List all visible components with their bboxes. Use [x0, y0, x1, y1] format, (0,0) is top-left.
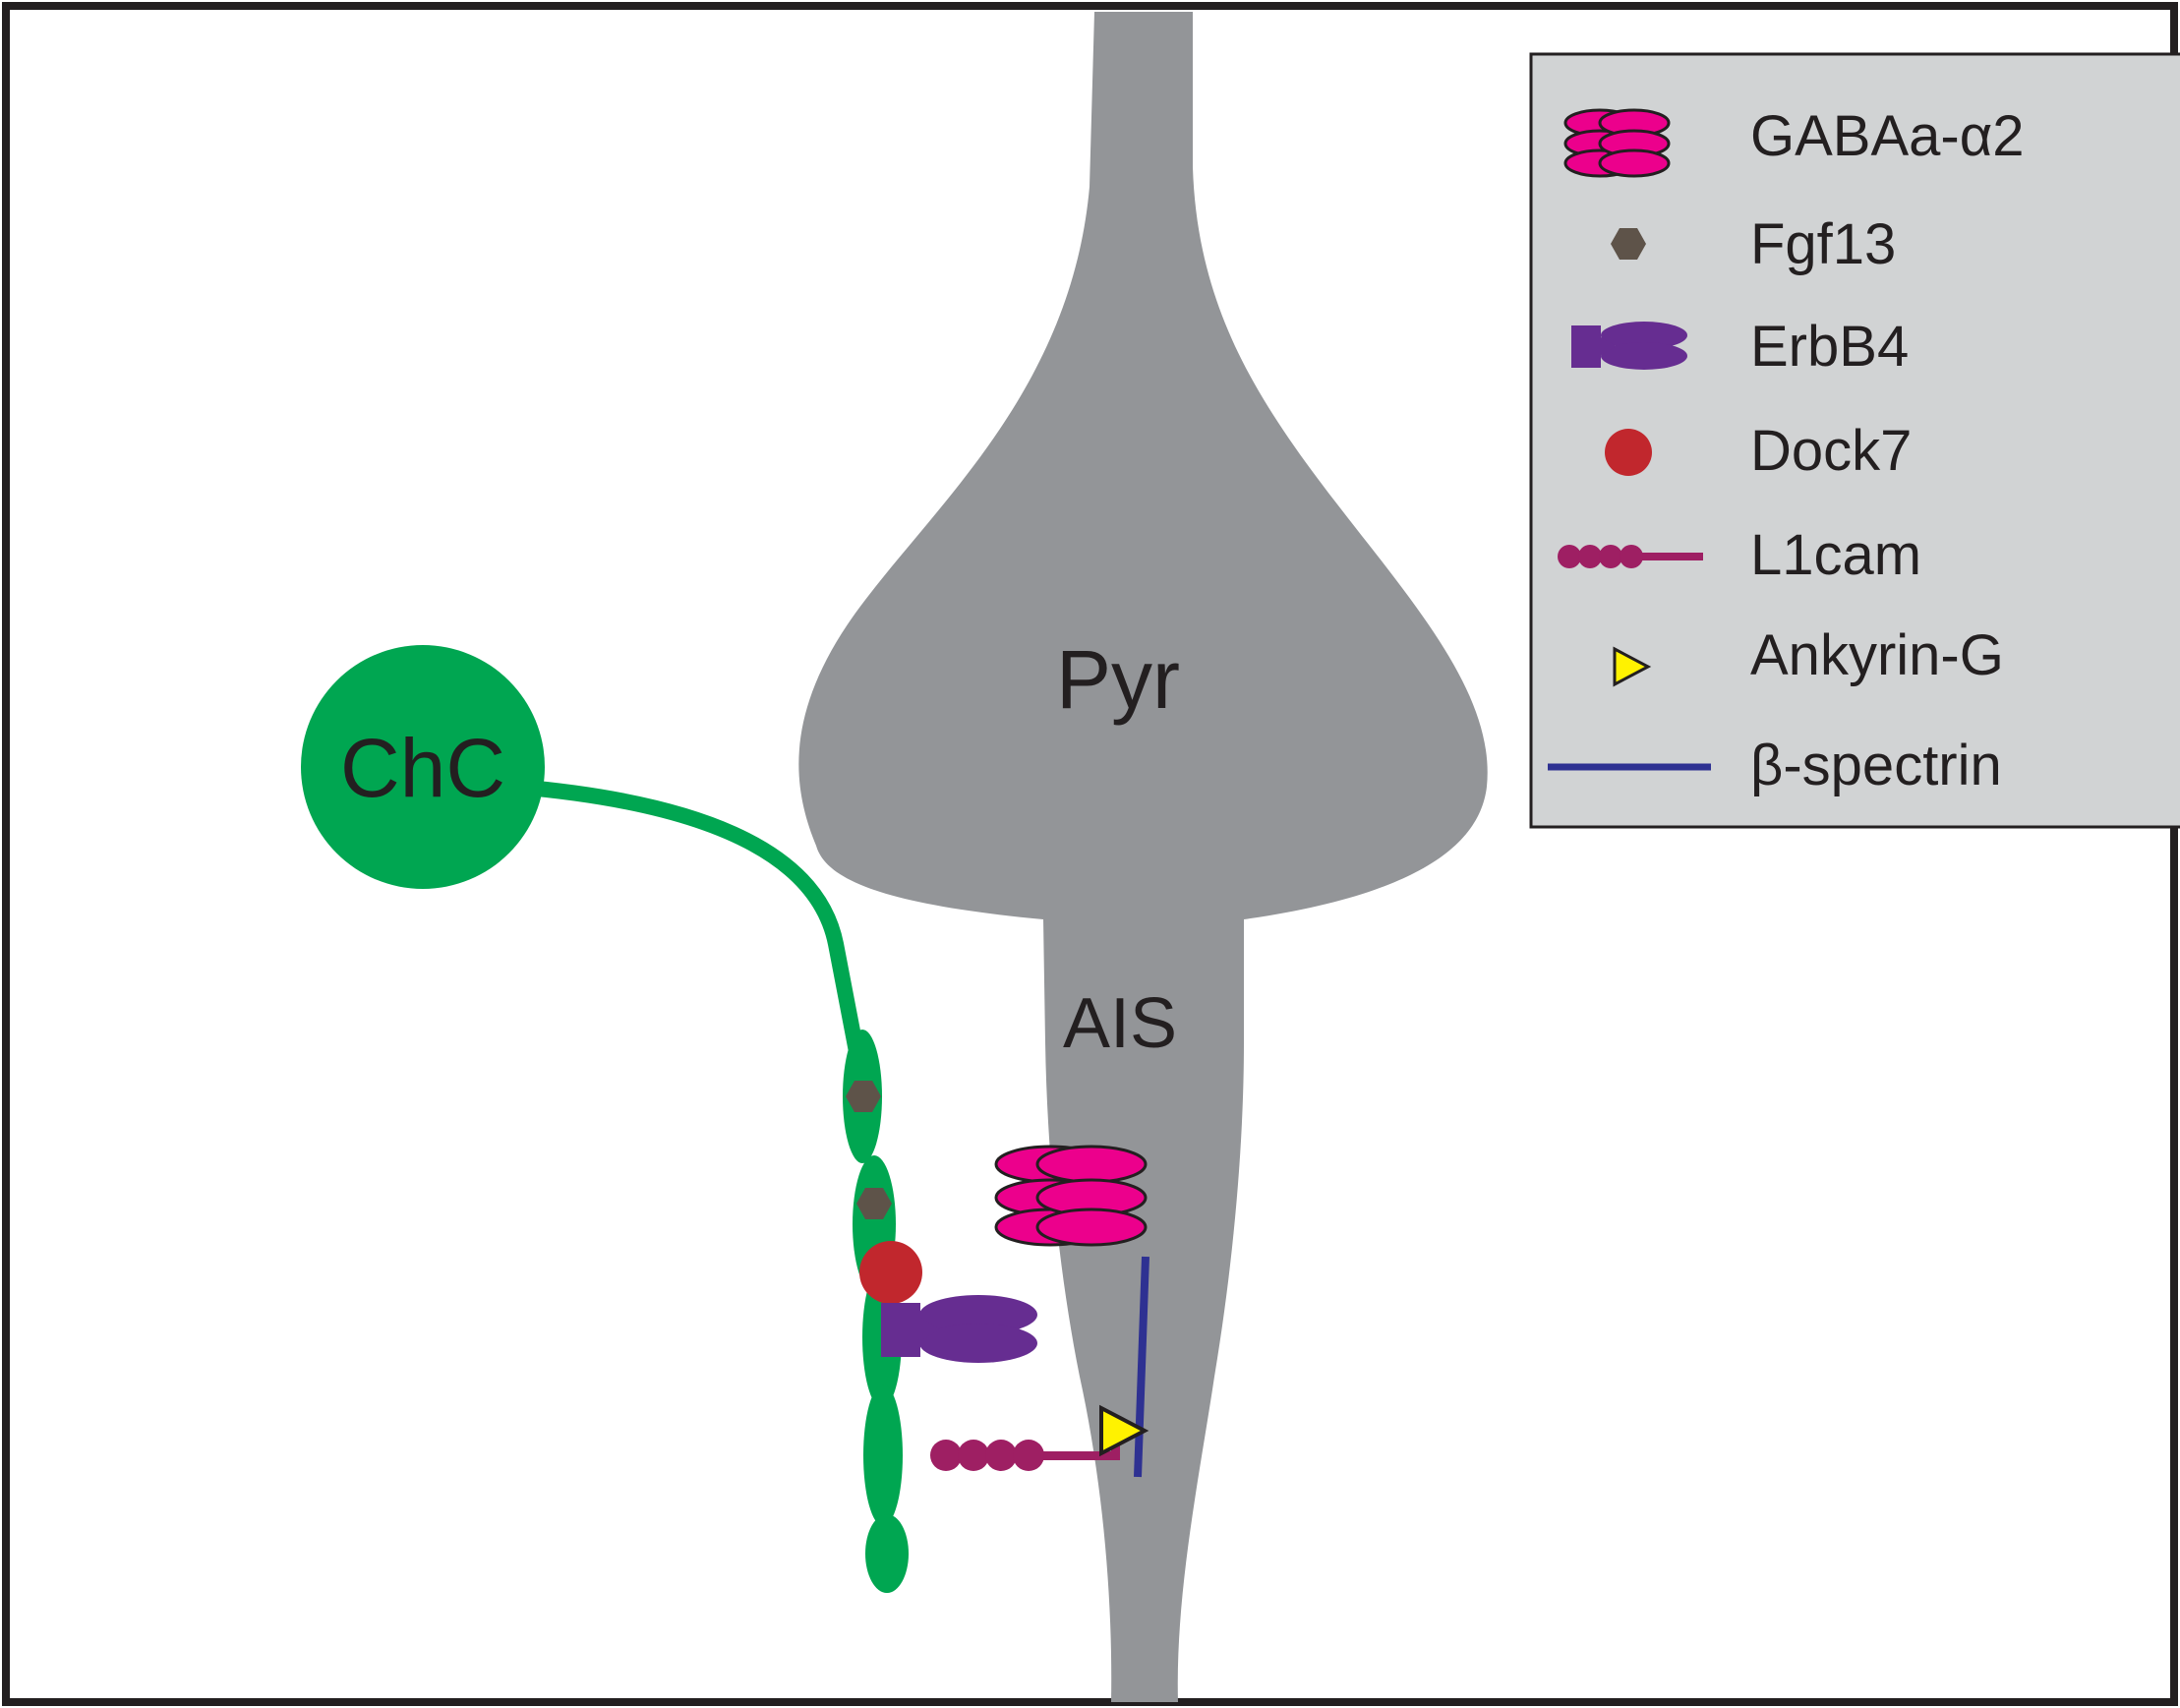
legend-label-ankyrin-g: Ankyrin-G — [1750, 623, 2004, 687]
hexagon-icon — [1611, 228, 1646, 260]
chc-axon — [515, 779, 866, 1064]
chc-soma — [301, 645, 545, 889]
ais-label: AIS — [1063, 984, 1177, 1063]
legend-label-fgf13: Fgf13 — [1750, 212, 1896, 276]
legend-label-erbb4: ErbB4 — [1750, 315, 1909, 379]
legend: GABAa-α2 Fgf13 ErbB4 Dock7 L1cam Ankyrin… — [1529, 52, 2180, 829]
gabaa-receptor-icon — [994, 1145, 1148, 1247]
dock7-circle-icon — [859, 1241, 922, 1304]
legend-label-l1cam: L1cam — [1750, 523, 1921, 587]
bouton — [865, 1514, 909, 1593]
legend-label-gabaa: GABAa-α2 — [1750, 104, 2025, 168]
bead-chain-icon — [1558, 545, 1703, 568]
receptor-dimer-icon — [1571, 322, 1687, 370]
erbb4-receptor-icon — [881, 1295, 1037, 1363]
pyramidal-cell — [798, 12, 1488, 1702]
bouton — [863, 1384, 903, 1526]
beta-spectrin-line-icon — [1134, 1256, 1149, 1478]
legend-label-dock7: Dock7 — [1750, 419, 1912, 483]
chc-label: ChC — [340, 722, 505, 814]
fgf13-hexagon-icon — [846, 1081, 881, 1112]
legend-label-beta-spectrin: β-spectrin — [1750, 734, 2002, 797]
triangle-icon — [1613, 646, 1652, 687]
circle-icon — [1605, 429, 1652, 476]
gabaa-receptor-icon — [1563, 108, 1671, 178]
fgf13-hexagon-icon — [856, 1188, 892, 1219]
ankyrin-g-triangle-icon — [1099, 1404, 1149, 1457]
pyr-label: Pyr — [1056, 633, 1180, 726]
